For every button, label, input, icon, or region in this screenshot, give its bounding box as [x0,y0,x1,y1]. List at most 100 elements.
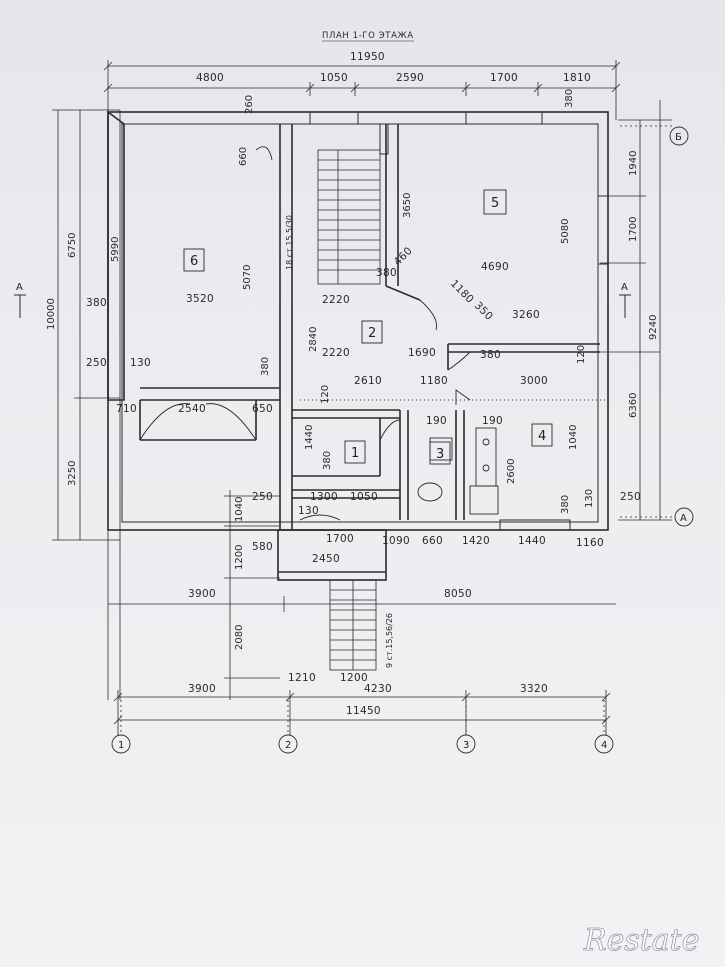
dim-top-2: 1050 [320,72,348,84]
dim-right-380: 380 [564,89,575,108]
dim-int-120a: 120 [576,345,587,364]
dim-top-1: 4800 [196,72,224,84]
walls [107,110,609,581]
dim-int-2840: 2840 [308,327,319,352]
dim-int-5070: 5070 [242,265,253,290]
dim-int-130a: 130 [130,357,151,369]
dim-int-1700: 1700 [326,533,354,545]
dim-int-1160: 1160 [576,537,604,549]
dim-int-3000: 3000 [520,375,548,387]
dim-int-1440b: 1440 [518,535,546,547]
dim-int-190b: 190 [482,415,503,427]
dim-int-1440: 1440 [304,425,315,450]
dim-int-3520: 3520 [186,293,214,305]
dim-int-1090: 1090 [382,535,410,547]
room-4-number: 4 [538,429,546,444]
axis-a-label: А [680,513,687,524]
dim-int-1420: 1420 [462,535,490,547]
dim-int-250b: 250 [620,491,641,503]
dimension-lines [52,60,672,735]
dim-left-10000: 10000 [46,298,57,330]
lower-stair [329,579,377,671]
dim-left-380: 380 [86,297,107,309]
dim-int-660b: 660 [422,535,443,547]
dim-int-1690: 1690 [408,347,436,359]
overall-top-dimension: 11950 [350,51,385,63]
upper-stair-note: 18 ст.15,5/30 [285,215,294,270]
axis-b-label: Б [675,132,682,143]
dim-int-380d: 380 [322,451,333,470]
upper-stair [317,149,381,285]
dim-right-1700: 1700 [628,217,639,242]
dim-int-4690: 4690 [481,261,509,273]
dim-int-120b: 120 [320,385,331,404]
dim-bottom-3900: 3900 [188,683,216,695]
dim-int-5080: 5080 [560,219,571,244]
dim-int-250a: 250 [252,491,273,503]
dim-top-3: 2590 [396,72,424,84]
dim-int-190a: 190 [426,415,447,427]
dim-int-2610: 2610 [354,375,382,387]
dim-int-350: 350 [472,300,495,323]
dim-int-1050: 1050 [350,491,378,503]
dim-int-3260: 3260 [512,309,540,321]
dim-left-6750: 6750 [67,233,78,258]
dim-left-2080: 2080 [234,625,245,650]
dim-top-4: 1700 [490,72,518,84]
axis-4-label: 4 [601,740,607,751]
axis-2-label: 2 [285,740,291,751]
watermark-logo: Restate [583,923,700,958]
dim-int-260: 260 [244,95,255,114]
lower-stair-note: 9 ст.15,56/26 [385,613,394,668]
dim-int-3650: 3650 [402,193,413,218]
dim-int-130b: 130 [584,489,595,508]
door-swings [139,146,471,521]
dim-bottom-1200: 1200 [340,672,368,684]
dim-bottom-4230: 4230 [364,683,392,695]
room-label-boxes [183,189,553,465]
room-6-number: 6 [190,254,198,269]
plan-title: ПЛАН 1-ГО ЭТАЖА [322,31,414,41]
section-arrows [14,294,631,401]
dim-int-460: 460 [392,245,415,268]
dim-int-2600: 2600 [506,459,517,484]
dim-int-710: 710 [116,403,137,415]
dim-int-650: 650 [252,403,273,415]
dim-top-5: 1810 [563,72,591,84]
dim-int-130c: 130 [298,505,319,517]
dim-int-2220b: 2220 [322,347,350,359]
dim-row-3900: 3900 [188,588,216,600]
dim-int-660: 660 [238,147,249,166]
section-mark-right: А [621,282,628,293]
dim-row-8050: 8050 [444,588,472,600]
dim-right-6360: 6360 [628,393,639,418]
dim-int-1300: 1300 [310,491,338,503]
axis-3-label: 3 [463,740,469,751]
windows [309,111,609,531]
dim-int-2450: 2450 [312,553,340,565]
dim-left-5990: 5990 [110,237,121,262]
dim-bottom-1210: 1210 [288,672,316,684]
section-mark-left: А [16,282,23,293]
dim-bottom-3320: 3320 [520,683,548,695]
dim-int-1180a: 1180 [448,278,476,306]
overall-bottom-dimension: 11450 [346,705,381,717]
axis-1-label: 1 [118,740,124,751]
dim-int-380b: 380 [480,349,501,361]
dim-left-1200: 1200 [234,545,245,570]
dim-int-380c: 380 [260,357,271,376]
dim-int-380a: 380 [376,267,397,279]
room-5-number: 5 [491,196,499,211]
fixtures [417,427,499,515]
room-1-number: 1 [351,446,359,461]
dim-int-1040: 1040 [568,425,579,450]
dim-int-2220a: 2220 [322,294,350,306]
room-3-number: 3 [436,447,444,462]
dim-right-9240: 9240 [648,315,659,340]
dim-int-2540: 2540 [178,403,206,415]
dim-left-250: 250 [86,357,107,369]
dim-left-3250: 3250 [67,461,78,486]
dim-left-1040: 1040 [234,497,245,522]
